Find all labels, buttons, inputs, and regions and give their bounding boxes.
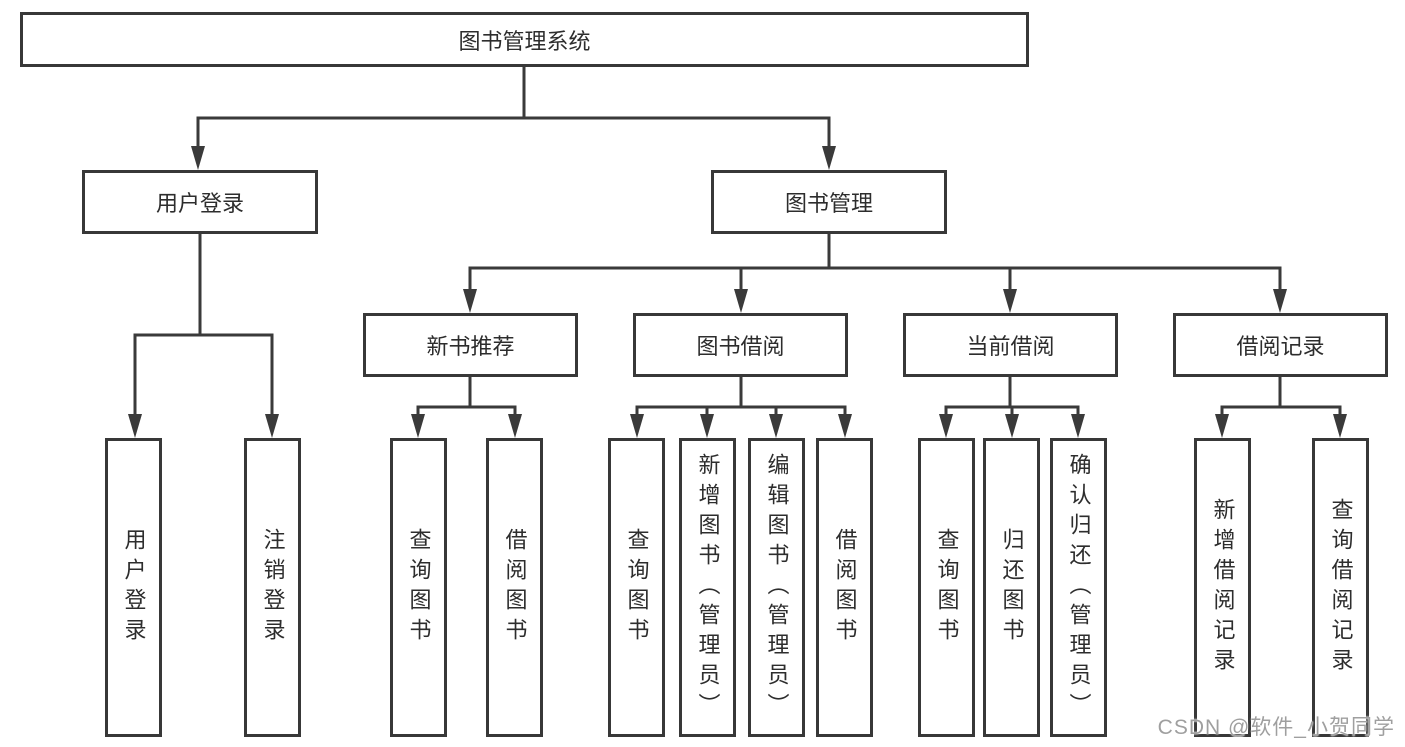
node-book-borrow: 图书借阅 [633,313,848,377]
leaf-query-books-recommend: 查询图书 [390,438,447,737]
leaf-logout: 注销登录 [244,438,301,737]
leaf-borrow-books-recommend: 借阅图书 [486,438,543,737]
leaf-add-borrow-record: 新增借阅记录 [1194,438,1251,737]
node-new-book-recommend: 新书推荐 [363,313,578,377]
node-root: 图书管理系统 [20,12,1029,67]
leaf-return-books: 归还图书 [983,438,1040,737]
leaf-query-borrow-record: 查询借阅记录 [1312,438,1369,737]
leaf-confirm-return-admin: 确认归还（管理员） [1050,438,1107,737]
leaf-borrow-books: 借阅图书 [816,438,873,737]
leaf-edit-book-admin: 编辑图书（管理员） [748,438,805,737]
leaf-query-books-current: 查询图书 [918,438,975,737]
leaf-query-books-borrow: 查询图书 [608,438,665,737]
edge-book-mgmt-to-level3 [463,232,1287,313]
node-borrow-records: 借阅记录 [1173,313,1388,377]
node-book-management: 图书管理 [711,170,947,234]
node-user-login: 用户登录 [82,170,318,234]
edge-level3-to-leaves [411,375,1347,438]
edge-root-to-level2 [191,65,836,170]
edge-user-login-to-leaves [128,232,279,438]
leaf-add-book-admin: 新增图书（管理员） [679,438,736,737]
csdn-watermark: CSDN @软件_小贺同学 [1157,716,1395,739]
node-current-borrow: 当前借阅 [903,313,1118,377]
leaf-user-login: 用户登录 [105,438,162,737]
